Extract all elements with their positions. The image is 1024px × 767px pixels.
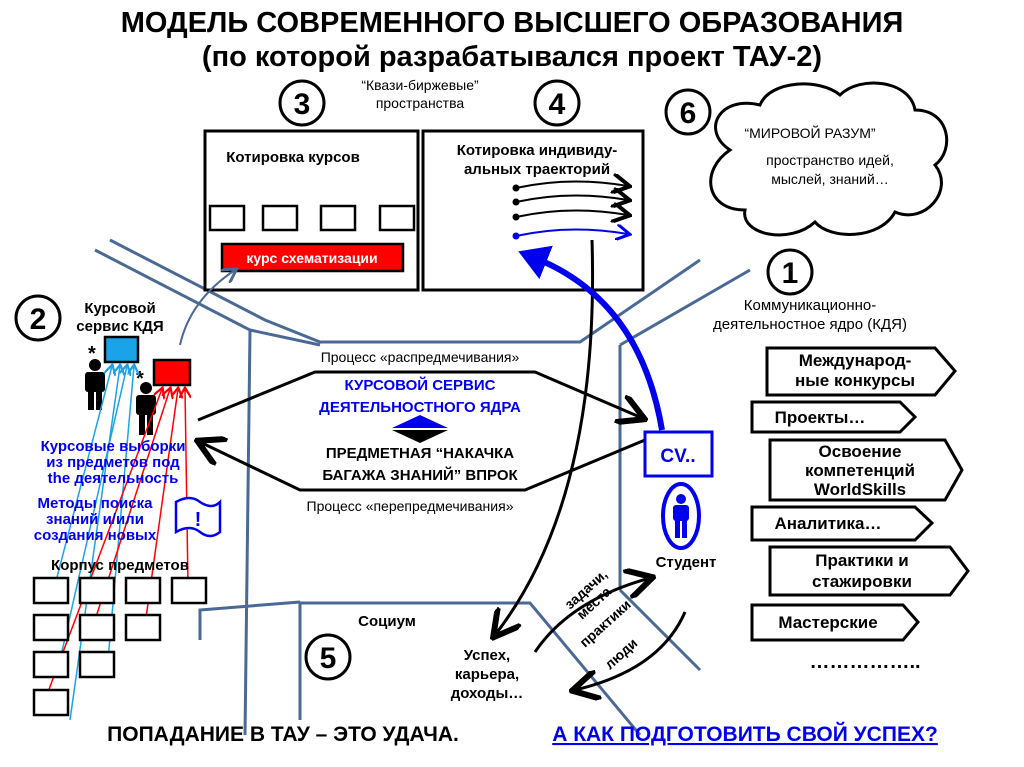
svg-text:пространство идей,: пространство идей, xyxy=(766,152,894,168)
svg-text:4: 4 xyxy=(549,88,566,121)
cv-box[interactable] xyxy=(643,430,714,478)
marker-1: 1 xyxy=(766,248,814,296)
quasi-exchange-line-1: “Квази-биржевые” xyxy=(361,77,479,93)
core-item[interactable]: Международ-ные конкурсы xyxy=(765,346,957,397)
career-arrow xyxy=(495,239,595,635)
svg-text:ДЕЯТЕЛЬНОСТНОГО ЯДРА: ДЕЯТЕЛЬНОСТНОГО ЯДРА xyxy=(319,399,521,416)
core-line-2: деятельностное ядро (КДЯ) xyxy=(713,316,907,333)
svg-text:!: ! xyxy=(195,509,202,531)
student-icon xyxy=(661,482,701,550)
methods-line-1: Методы поиска xyxy=(38,495,154,512)
person-icon xyxy=(85,359,105,410)
selections-line-2: из предметов под xyxy=(46,454,180,471)
svg-text:компетенций: компетенций xyxy=(805,461,915,480)
corpus-label: Корпус предметов xyxy=(51,557,189,574)
success-line-1: Успех, xyxy=(464,647,510,664)
trajectory-quotes-box: Котировка индивиду- альных траекторий xyxy=(421,129,645,292)
title-line-2: (по которой разрабатывался проект ТАУ-2) xyxy=(202,41,822,73)
course-quotes-box: Котировка курсов курс схематизации xyxy=(203,129,420,292)
svg-text:альных траекторий: альных траекторий xyxy=(464,161,610,178)
person-icon xyxy=(136,382,156,435)
svg-text:“МИРОВОЙ РАЗУМ”: “МИРОВОЙ РАЗУМ” xyxy=(744,124,875,141)
core-item[interactable]: Аналитика… xyxy=(750,505,935,542)
svg-text:2: 2 xyxy=(30,303,47,336)
core-line-1: Коммуникационно- xyxy=(744,297,877,314)
svg-text:КУРСОВОЙ СЕРВИС: КУРСОВОЙ СЕРВИС xyxy=(345,376,496,394)
footer-statement: ПОПАДАНИЕ В ТАУ – ЭТО УДАЧА. xyxy=(107,723,459,746)
svg-text:стажировки: стажировки xyxy=(812,572,912,591)
svg-text:Котировка индивиду-: Котировка индивиду- xyxy=(457,142,618,159)
marker-3: 3 xyxy=(278,79,326,127)
marker-4: 4 xyxy=(533,79,581,127)
svg-text:Процесс «перепредмечивания»: Процесс «перепредмечивания» xyxy=(307,498,514,514)
roads xyxy=(94,238,751,736)
svg-text:Процесс «распредмечивания»: Процесс «распредмечивания» xyxy=(321,349,520,365)
highlighted-course-label: курс схематизации xyxy=(246,250,377,266)
core-item[interactable]: Практики и стажировки xyxy=(768,545,970,597)
svg-text:WorldSkills: WorldSkills xyxy=(814,480,906,499)
svg-text:Котировка курсов: Котировка курсов xyxy=(226,149,360,166)
success-line-2: карьера, xyxy=(455,666,519,683)
subject-corpus xyxy=(32,576,208,717)
selections-line-1: Курсовые выборки xyxy=(41,438,186,455)
svg-text:Практики и: Практики и xyxy=(815,551,908,570)
svg-text:БАГАЖА ЗНАНИЙ” ВПРОК: БАГАЖА ЗНАНИЙ” ВПРОК xyxy=(322,466,518,484)
svg-text:Международ-: Международ- xyxy=(799,351,912,370)
process-loop: Процесс «распредмечивания» КУРСОВОЙ СЕРВ… xyxy=(198,349,645,514)
asterisk: * xyxy=(88,343,96,365)
svg-text:3: 3 xyxy=(294,88,311,121)
book-icon: ! xyxy=(174,496,222,538)
svg-text:6: 6 xyxy=(680,97,697,130)
world-mind-cloud: “МИРОВОЙ РАЗУМ” пространство идей, мысле… xyxy=(709,81,949,237)
up-arrow-icon xyxy=(392,415,448,428)
selections-line-3: the деятельность xyxy=(48,470,179,487)
student-label: Студент xyxy=(656,554,717,571)
core-more: …………….. xyxy=(809,651,920,673)
highlighted-course xyxy=(220,242,405,273)
marker-6: 6 xyxy=(664,88,712,136)
svg-text:ПРЕДМЕТНАЯ “НАКАЧКА: ПРЕДМЕТНАЯ “НАКАЧКА xyxy=(326,445,514,462)
core-item[interactable]: Мастерские xyxy=(750,603,920,642)
blue-course-box xyxy=(103,335,140,364)
cv-label: CV.. xyxy=(660,446,695,467)
asterisk: * xyxy=(136,368,144,390)
svg-text:Освоение: Освоение xyxy=(819,442,902,461)
svg-text:5: 5 xyxy=(320,642,337,675)
title-line-1: МОДЕЛЬ СОВРЕМЕННОГО ВЫСШЕГО ОБРАЗОВАНИЯ xyxy=(121,7,904,39)
methods-line-2: знаний и/или xyxy=(46,511,144,528)
red-course-box xyxy=(152,358,192,387)
society-label: Социум xyxy=(358,613,416,630)
success-line-3: доходы… xyxy=(451,685,524,702)
trajectory-arrow xyxy=(518,245,665,431)
marker-2: 2 xyxy=(14,294,62,342)
footer-link[interactable]: А КАК ПОДГОТОВИТЬ СВОЙ УСПЕХ? xyxy=(552,722,938,746)
svg-text:ные конкурсы: ные конкурсы xyxy=(795,371,915,390)
svg-text:Проекты…: Проекты… xyxy=(775,408,866,427)
marker-5: 5 xyxy=(304,633,352,681)
svg-text:1: 1 xyxy=(782,257,799,290)
course-service-line-1: Курсовой xyxy=(84,300,155,317)
svg-text:мыслей, знаний…: мыслей, знаний… xyxy=(771,171,889,187)
svg-text:Аналитика…: Аналитика… xyxy=(775,514,882,533)
flows: задачи, места практики люди xyxy=(533,566,687,690)
quasi-exchange-line-2: пространства xyxy=(376,95,465,111)
svg-text:Мастерские: Мастерские xyxy=(778,613,877,632)
core-item[interactable]: Проекты… xyxy=(750,400,918,434)
methods-line-3: создания новых xyxy=(34,527,157,544)
course-service-line-2: сервис КДЯ xyxy=(76,318,163,335)
down-arrow-icon xyxy=(392,430,448,443)
